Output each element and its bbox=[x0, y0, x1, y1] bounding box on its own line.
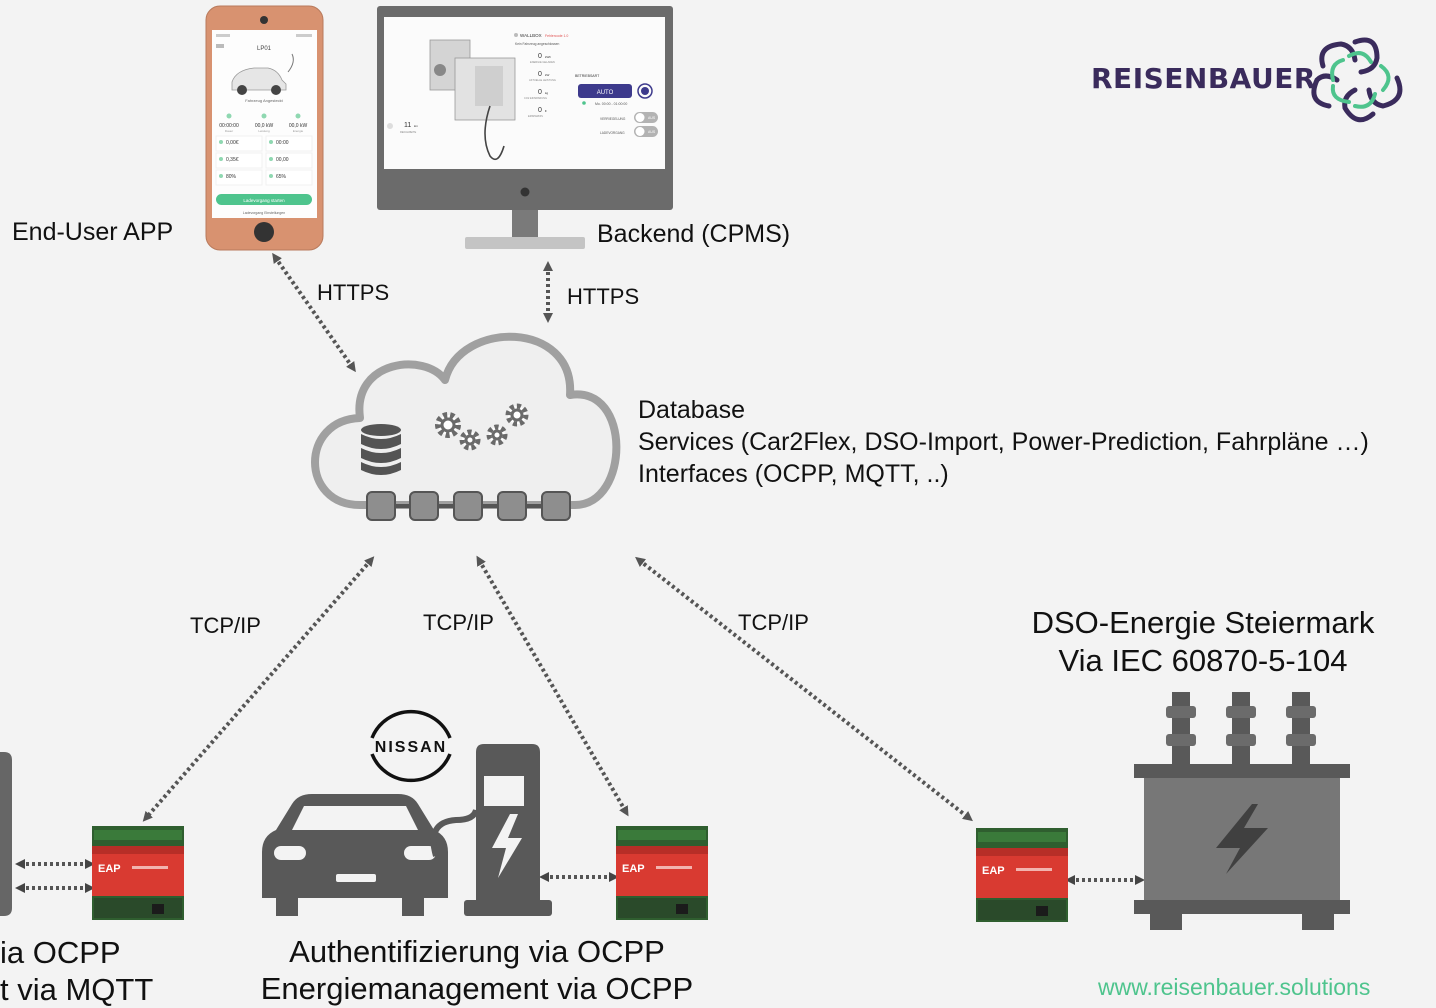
phone-metric-0-value: 00:00:00 bbox=[219, 123, 239, 129]
monitor-toggle-0-state: AUS bbox=[648, 116, 656, 120]
monitor-connected: Kein Fahrzeug angeschlossen bbox=[515, 42, 560, 46]
phone-row-1-a: 0,35€ bbox=[226, 157, 239, 163]
phone-start-button[interactable] bbox=[216, 194, 312, 205]
monitor-readout-0-unit: kWh bbox=[545, 55, 551, 59]
phone-metric-1-label: Leistung bbox=[258, 129, 270, 133]
phone-row-2-a: 80% bbox=[226, 174, 237, 180]
https-backend-label: HTTPS bbox=[567, 284, 640, 309]
monitor-readout-3-label: ERSPARNIS bbox=[528, 114, 543, 118]
database-icon bbox=[361, 424, 401, 475]
backend-label: Backend (CPMS) bbox=[597, 220, 791, 248]
arrow-cloud-mid-controller bbox=[476, 555, 629, 817]
cloud-interfaces-label: Interfaces (OCPP, MQTT, ..) bbox=[638, 460, 949, 488]
monitor-mode-button[interactable] bbox=[578, 84, 632, 98]
tcp-left-label: TCP/IP bbox=[190, 613, 261, 638]
end-user-app-label: End-User APP bbox=[12, 218, 174, 246]
auth-ocpp-label: Authentifizierung via OCPP bbox=[289, 934, 665, 969]
left-bottom-line-2: t via MQTT bbox=[0, 972, 154, 1007]
phone-row-2-b: 65% bbox=[276, 174, 287, 180]
monitor-range-unit: km bbox=[414, 124, 419, 128]
dso-protocol-label: Via IEC 60870-5-104 bbox=[1058, 643, 1348, 678]
gears-icon bbox=[435, 403, 529, 451]
monitor-readout-2-label: CO2 EINSPARUNG bbox=[524, 96, 547, 100]
monitor-readout-0-label: ENERGIE GELADEN bbox=[530, 60, 555, 64]
cloud-database-label: Database bbox=[638, 396, 746, 424]
monitor-device: WALLBOX bbox=[520, 33, 542, 38]
svg-text:EAP: EAP bbox=[98, 863, 121, 875]
controller-right-icon: EAP bbox=[976, 828, 1068, 922]
phone-row-0-b: 00:00 bbox=[276, 140, 289, 146]
monitor-readout-1: 0 bbox=[538, 71, 542, 78]
monitor-readout-3: 0 bbox=[538, 107, 542, 114]
monitor-device-tag: Fehlercode 1.0 bbox=[545, 34, 568, 38]
monitor-readout-2-unit: kg bbox=[545, 91, 549, 95]
phone-title: LP01 bbox=[257, 46, 272, 52]
arrow-cloud-right-controller bbox=[635, 556, 973, 822]
cloud-services-label: Services (Car2Flex, DSO-Import, Power-Pr… bbox=[638, 428, 1369, 456]
phone-row-0-a: 0,00€ bbox=[226, 140, 239, 146]
monitor-toggle-1-state: AUS bbox=[648, 130, 656, 134]
phone-row-1-b: 00,00 bbox=[276, 157, 289, 163]
monitor-schedule: Mo. 00:00 - 01:00:00 bbox=[595, 102, 627, 106]
phone-start-button-label: Ladevorgang starten bbox=[243, 198, 285, 203]
monitor-power-icon[interactable] bbox=[637, 83, 653, 99]
phone-metric-1-value: 00,0 kW bbox=[255, 123, 274, 129]
https-app-label: HTTPS bbox=[317, 280, 390, 305]
brand-url[interactable]: www.reisenbauer.solutions bbox=[1098, 974, 1371, 1000]
monitor-range-label: REICHWEITE bbox=[400, 130, 417, 134]
phone-settings-link[interactable]: Ladevorgang Einstellungen bbox=[243, 211, 285, 215]
phone-metric-2-value: 00,0 kW bbox=[289, 123, 308, 129]
interface-ports bbox=[366, 491, 571, 521]
monitor-readout-1-unit: kW bbox=[545, 73, 550, 77]
svg-text:EAP: EAP bbox=[622, 863, 645, 875]
arrow-app-cloud bbox=[272, 252, 356, 373]
reisenbauer-logo-icon bbox=[1311, 37, 1403, 123]
left-device-icon bbox=[0, 752, 12, 916]
monitor-readout-3-unit: € bbox=[545, 109, 547, 113]
monitor-readout-0: 0 bbox=[538, 53, 542, 60]
tcp-mid-label: TCP/IP bbox=[423, 610, 494, 635]
controller-mid-icon: EAP bbox=[616, 826, 708, 920]
arrow-cloud-left-controller bbox=[142, 556, 375, 822]
transformer-icon bbox=[1134, 692, 1350, 930]
monitor-mode-button-label: AUTO bbox=[597, 90, 614, 96]
phone-metric-0-label: Dauer bbox=[225, 129, 233, 133]
smartphone-icon: LP01 Fahrzeug Angesteckt 00:00:00 00,0 k… bbox=[205, 5, 324, 251]
monitor-readout-2: 0 bbox=[538, 89, 542, 96]
monitor-range: 11 bbox=[404, 122, 411, 129]
monitor-readout-1-label: AKTUELLE LEISTUNG bbox=[529, 78, 556, 82]
svg-text:EAP: EAP bbox=[982, 865, 1005, 877]
nissan-logo-text: NISSAN bbox=[375, 739, 447, 756]
energy-ocpp-label: Energiemanagement via OCPP bbox=[260, 971, 694, 1006]
monitor-toggle-1-label: LADEVORGANG bbox=[600, 131, 625, 135]
car-icon bbox=[262, 794, 448, 916]
brand-name: REISENBAUER bbox=[1091, 62, 1316, 95]
cloud-icon bbox=[311, 332, 621, 521]
charging-cable-icon bbox=[430, 809, 479, 857]
phone-metric-2-label: Energie bbox=[293, 129, 304, 133]
monitor-icon: WALLBOX Fehlercode 1.0 Kein Fahrzeug ang… bbox=[377, 6, 673, 249]
phone-status: Fahrzeug Angesteckt bbox=[245, 98, 283, 103]
tcp-right-label: TCP/IP bbox=[738, 610, 809, 635]
monitor-toggle-0-label: VERRIEGELUNG bbox=[600, 117, 626, 121]
controller-left-icon: EAP bbox=[92, 826, 184, 920]
dso-title-label: DSO-Energie Steiermark bbox=[1031, 605, 1375, 640]
charger-icon bbox=[464, 744, 552, 916]
left-bottom-line-1: ia OCPP bbox=[0, 935, 121, 970]
nissan-logo-icon: NISSAN bbox=[370, 709, 452, 783]
monitor-mode-header: BETRIEBSART bbox=[575, 74, 600, 78]
